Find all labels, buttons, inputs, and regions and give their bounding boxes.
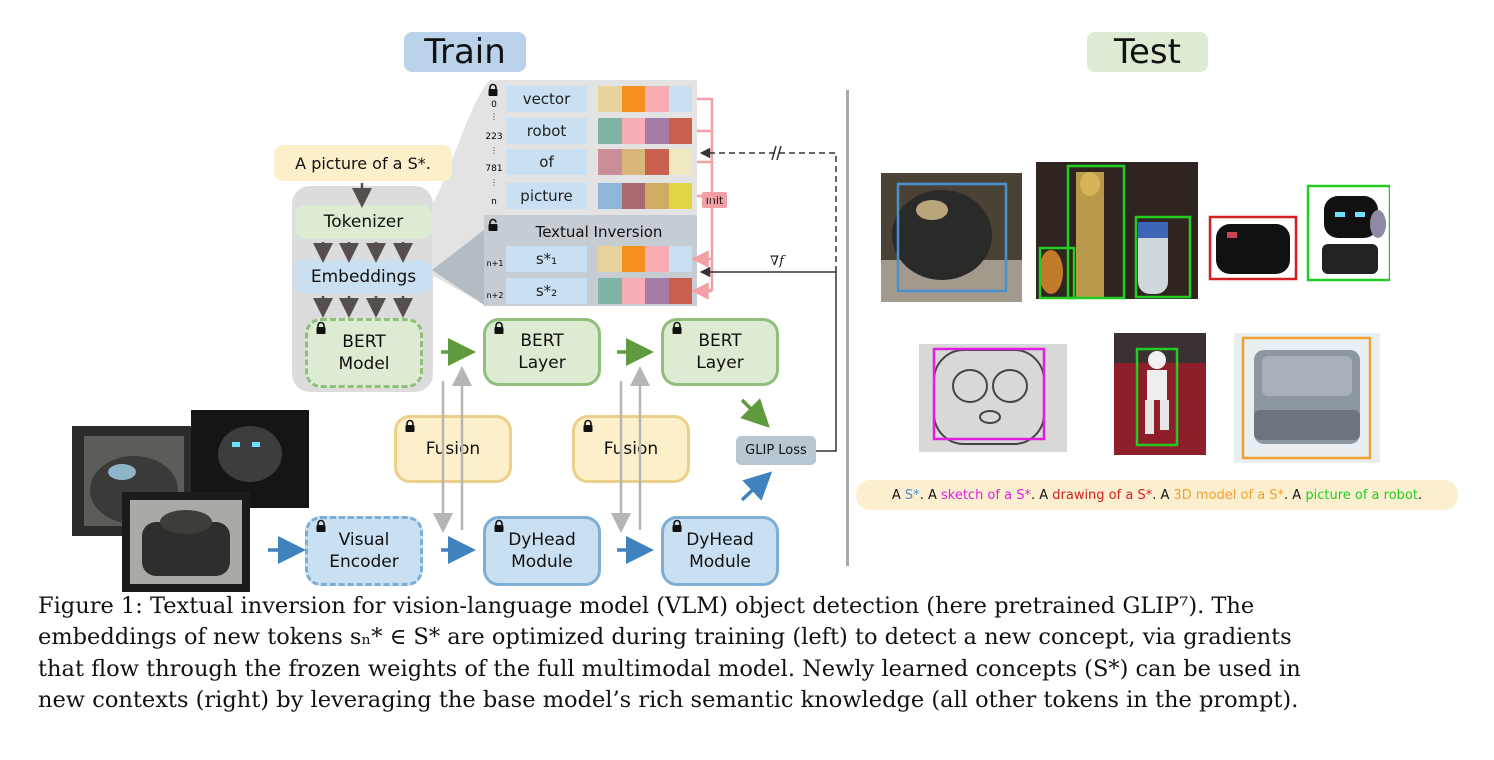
embedding-swatch xyxy=(598,183,622,209)
init-bracket xyxy=(697,97,714,292)
test-prompt-segment: . xyxy=(1417,487,1423,503)
test-prompt-segment: sketch of a S* xyxy=(940,487,1031,503)
frozen-row-2-label: of xyxy=(506,149,587,175)
test-prompt-segment: A xyxy=(891,487,905,503)
embedding-swatch xyxy=(598,86,622,112)
embedding-swatch xyxy=(668,278,692,304)
embedding-swatch xyxy=(645,278,669,304)
embedding-swatch xyxy=(621,246,645,272)
learned-row-1-label: s*₁ xyxy=(506,246,587,272)
frozen-row-1-index: 223 xyxy=(485,132,503,142)
visual-encoder-box: Visual Encoder xyxy=(305,516,423,586)
test-photo-3d-model xyxy=(1234,333,1380,463)
frozen-row-3-label: picture xyxy=(506,183,587,209)
train-heading: Train xyxy=(404,32,526,72)
embeddings-box: Embeddings xyxy=(295,260,432,293)
embedding-swatch xyxy=(645,118,669,144)
test-photo-drawing xyxy=(1208,215,1298,281)
test-prompt-segment: . A xyxy=(1030,487,1053,503)
embedding-swatch xyxy=(621,278,645,304)
frozen-row-3-swatches xyxy=(598,183,692,209)
embedding-swatch xyxy=(668,183,692,209)
embedding-swatch xyxy=(645,246,669,272)
table-ellipsis-2: ⋮ xyxy=(490,146,498,155)
test-prompt-segment: picture of a robot xyxy=(1305,487,1418,503)
test-heading: Test xyxy=(1087,32,1208,72)
embedding-swatch xyxy=(668,246,692,272)
embedding-swatch xyxy=(598,149,622,175)
detection-box-robot xyxy=(1066,164,1126,300)
stop-gradient-mark-1 xyxy=(771,145,777,161)
learned-row-1-index: n+1 xyxy=(486,258,504,268)
frozen-row-1-swatches xyxy=(598,118,692,144)
tokenizer-box: Tokenizer xyxy=(295,205,432,239)
frozen-row-1-label: robot xyxy=(506,118,587,144)
funnel-lower-shade xyxy=(432,230,484,305)
test-images xyxy=(881,162,1390,463)
training-images xyxy=(72,410,309,592)
detection-box-s-star xyxy=(896,182,1008,293)
detection-box-robot xyxy=(1134,215,1192,299)
prompt-box: A picture of a S*. xyxy=(274,145,452,181)
embedding-swatch xyxy=(598,118,622,144)
embedding-swatch xyxy=(645,149,669,175)
frozen-row-2-swatches xyxy=(598,149,692,175)
embedding-swatch xyxy=(668,86,692,112)
test-photo-emo xyxy=(1306,184,1390,282)
test-prompt-segment: S* xyxy=(904,487,920,503)
caption-line-2: embeddings of new tokens sₙ* ∈ S* are op… xyxy=(38,624,1292,650)
embedding-swatch xyxy=(598,278,622,304)
test-photo-sketch xyxy=(919,344,1067,452)
caption-line-3: that flow through the frozen weights of … xyxy=(38,656,1301,682)
caption-line-1: Figure 1: Textual inversion for vision-l… xyxy=(38,593,1255,619)
frozen-row-2-index: 781 xyxy=(485,164,503,174)
test-photo-asimo xyxy=(1114,333,1206,455)
arrow-layer2-to-loss xyxy=(740,398,770,428)
embedding-swatch xyxy=(621,118,645,144)
learned-row-1-swatches xyxy=(598,246,692,272)
test-photo-star-wars xyxy=(1036,162,1198,300)
test-prompt-segment: . A xyxy=(1284,487,1306,503)
detection-box-robot xyxy=(1038,246,1076,300)
test-prompt-segment: 3D model of a S* xyxy=(1173,487,1285,503)
embedding-swatch xyxy=(598,246,622,272)
embedding-swatch xyxy=(645,183,669,209)
blocked-gradient-path xyxy=(699,147,837,272)
gradient-path xyxy=(699,266,837,452)
frozen-row-0-index: 0 xyxy=(491,100,497,110)
training-photo-3 xyxy=(122,492,250,592)
test-photo-vector xyxy=(881,173,1022,302)
bert-layer-1-box: BERT Layer xyxy=(483,318,601,386)
glip-loss-box: GLIP Loss xyxy=(736,436,816,465)
divider-line xyxy=(846,90,849,566)
textual-inversion-title: Textual Inversion xyxy=(535,223,663,241)
learned-row-2-swatches xyxy=(598,278,692,304)
gradient-label: ∇f xyxy=(770,254,784,269)
stop-gradient-mark-2 xyxy=(776,145,782,161)
arrows-layer xyxy=(268,97,837,564)
test-prompt-segment: drawing of a S* xyxy=(1052,487,1153,503)
embedding-swatch xyxy=(621,149,645,175)
table-ellipsis-1: ⋮ xyxy=(490,112,498,121)
embedding-swatch xyxy=(645,86,669,112)
test-prompt-segment: . A xyxy=(1152,487,1174,503)
embedding-swatch xyxy=(621,183,645,209)
test-prompt-segment: . A xyxy=(919,487,941,503)
embedding-swatch xyxy=(621,86,645,112)
learned-row-2-index: n+2 xyxy=(486,290,504,300)
frozen-row-0-swatches xyxy=(598,86,692,112)
learned-row-2-label: s*₂ xyxy=(506,278,587,304)
table-ellipsis-3: ⋮ xyxy=(490,178,498,187)
training-photo-2 xyxy=(191,410,309,508)
test-prompt-pill: A S*. A sketch of a S*. A drawing of a S… xyxy=(856,480,1458,510)
caption-line-4: new contexts (right) by leveraging the b… xyxy=(38,687,1299,713)
frozen-row-3-index: n xyxy=(491,197,497,207)
frozen-row-0-label: vector xyxy=(506,86,587,112)
arrow-dyhead2-to-loss xyxy=(740,471,773,502)
embedding-swatch xyxy=(668,118,692,144)
embedding-swatch xyxy=(668,149,692,175)
